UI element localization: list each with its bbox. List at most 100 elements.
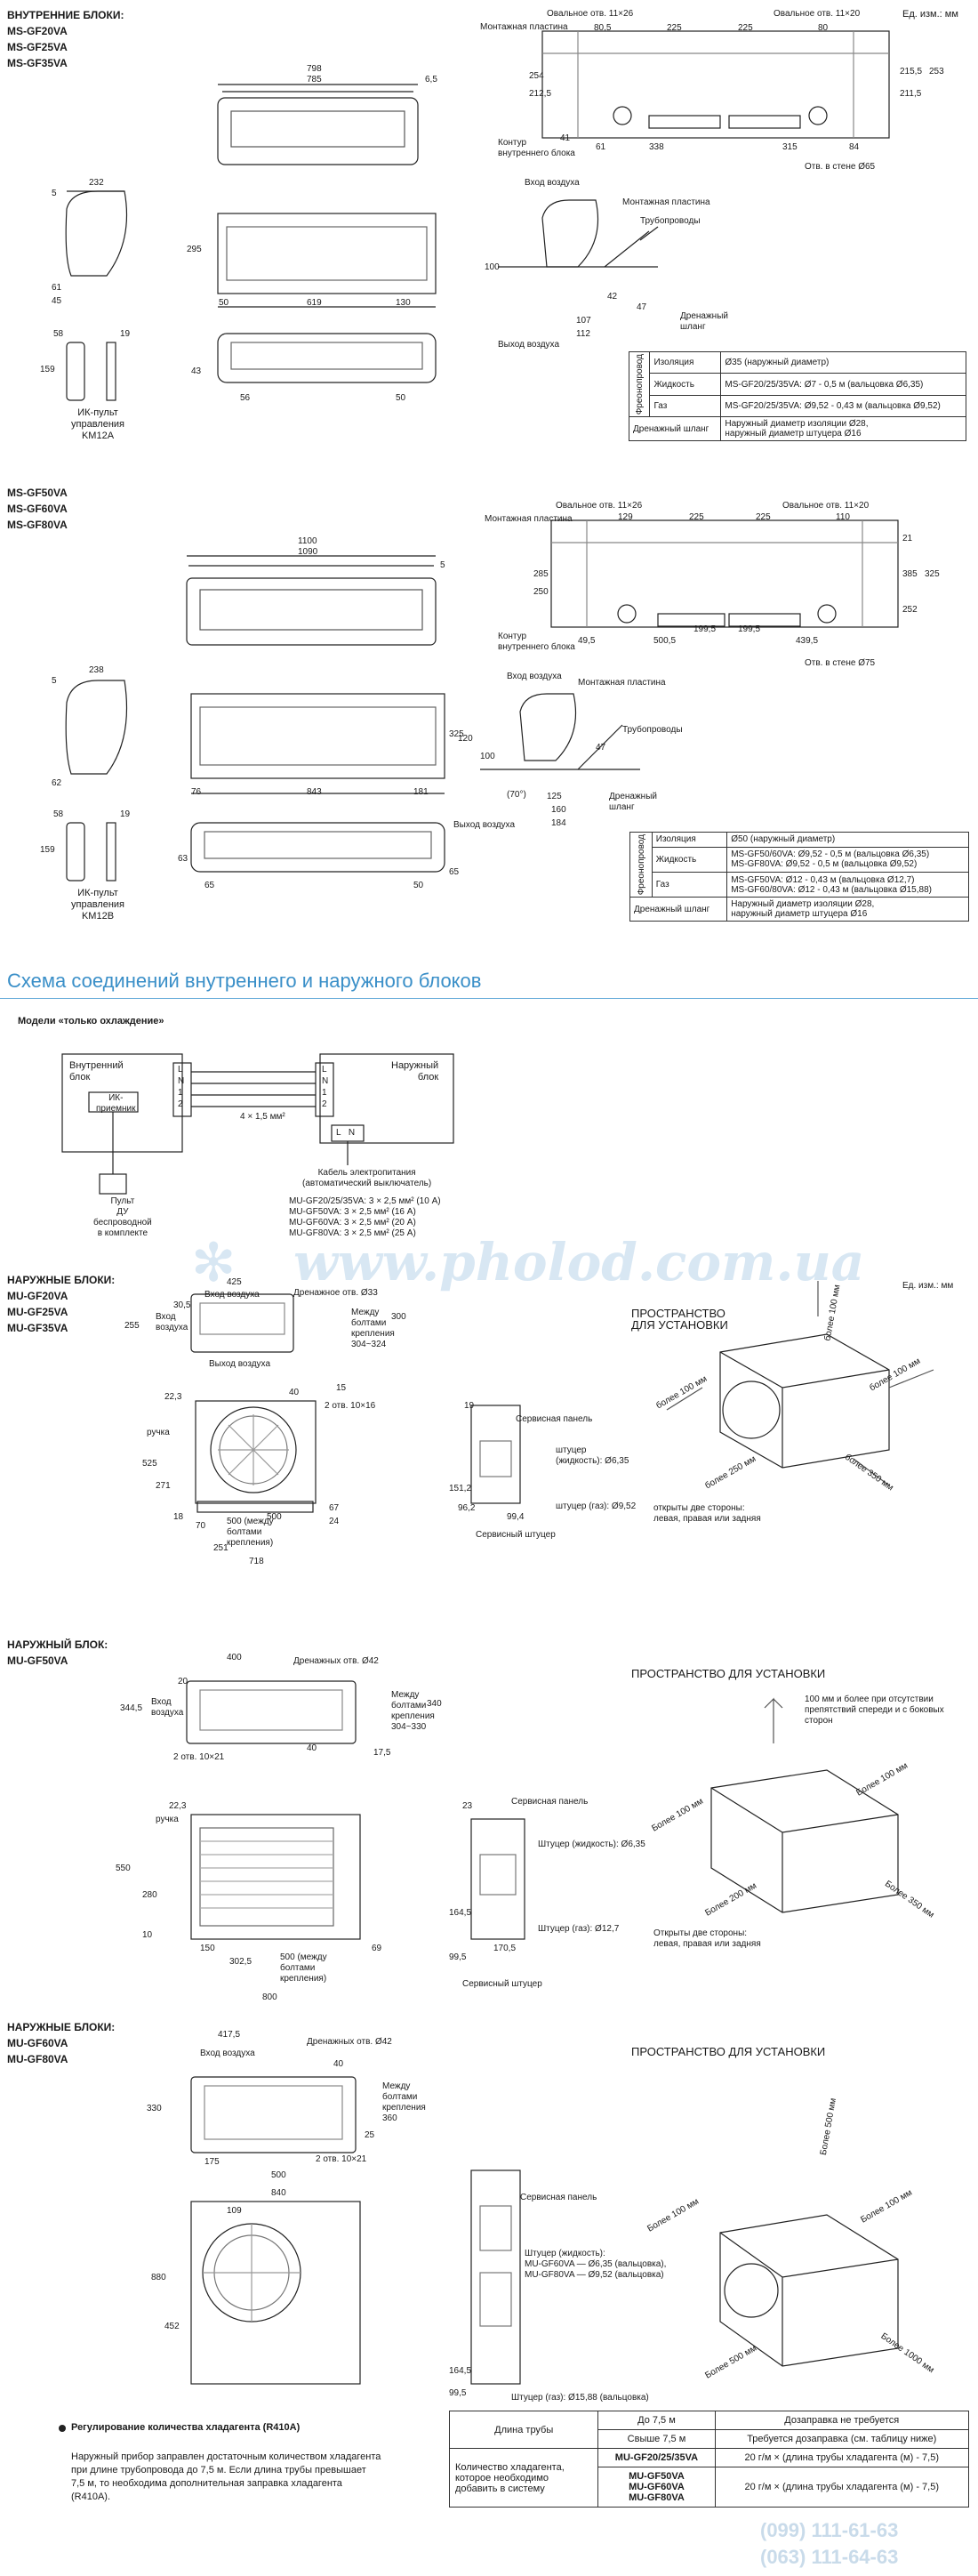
s2-dim-65: 65 bbox=[204, 881, 215, 890]
s1-md-315: 315 bbox=[782, 142, 798, 152]
watermark-phone-2: (063) 111-64-63 bbox=[760, 2546, 899, 2568]
s1-pipes: Трубопроводы bbox=[640, 216, 701, 226]
o1-liquid: штуцер (жидкость): Ø6,35 bbox=[556, 1445, 629, 1466]
s2-dim-76: 76 bbox=[191, 787, 202, 797]
indoor-side-install-2 bbox=[519, 693, 577, 761]
o2-td-20: 20 bbox=[178, 1677, 188, 1686]
s2-plate-side: Монтажная пластина bbox=[578, 678, 666, 688]
o2-panel: Сервисная панель bbox=[511, 1797, 589, 1807]
s1-sd-107: 107 bbox=[576, 316, 591, 326]
indoor-front-view bbox=[217, 97, 419, 165]
outdoor1-side-view bbox=[470, 1405, 521, 1504]
o2-td-40: 40 bbox=[307, 1743, 317, 1753]
s1-sd-100: 100 bbox=[485, 262, 500, 272]
s2-md-252: 252 bbox=[902, 605, 918, 615]
units-label: Ед. изм.: мм bbox=[902, 9, 958, 20]
s2-plate-label: Монтажная пластина bbox=[485, 514, 573, 524]
s2-sd-120: 120 bbox=[458, 734, 473, 744]
o2-td-400: 400 bbox=[227, 1653, 242, 1662]
o2-bolt: Между болтами крепления 304~330 bbox=[391, 1690, 435, 1732]
s2-sd-125: 125 bbox=[547, 792, 562, 801]
s1-plate-side: Монтажная пластина bbox=[622, 197, 710, 207]
o1-gas: штуцер (газ): Ø9,52 bbox=[556, 1501, 637, 1511]
s2-air-out: Выход воздуха bbox=[453, 820, 515, 830]
outdoor2-front-view bbox=[190, 1814, 361, 1940]
o3-fd-109: 109 bbox=[227, 2206, 242, 2216]
outdoor1-top-view bbox=[190, 1293, 294, 1353]
s1-dim-56: 56 bbox=[240, 393, 251, 403]
s2-md-110: 110 bbox=[836, 512, 850, 522]
outdoor3-side-view bbox=[470, 2169, 521, 2385]
s2-dim-1100: 1100 bbox=[298, 536, 317, 546]
s1-air-out: Выход воздуха bbox=[498, 340, 559, 350]
s2-remote-19: 19 bbox=[120, 809, 131, 819]
o3-td-25: 25 bbox=[365, 2130, 375, 2140]
o2-fd-550: 550 bbox=[116, 1864, 131, 1873]
s1-md-2115: 211,5 bbox=[900, 89, 922, 99]
s2-md-495: 49,5 bbox=[578, 636, 596, 646]
s2-md-21: 21 bbox=[902, 534, 913, 543]
breaker-label: Кабель электропитания(автоматический вык… bbox=[302, 1168, 432, 1188]
o1-fd-251: 251 bbox=[213, 1543, 228, 1553]
s1-dim-619: 619 bbox=[307, 298, 322, 308]
s1-dim-45: 45 bbox=[52, 296, 62, 306]
wiring-subtitle: Модели «только охлаждение» bbox=[18, 1016, 164, 1026]
outdoor-block-box bbox=[319, 1053, 454, 1144]
s1-dim-50: 50 bbox=[219, 298, 229, 308]
o1-td-255: 255 bbox=[124, 1321, 140, 1331]
watermark-phone-1: (099) 111-61-63 bbox=[760, 2519, 899, 2541]
ir-receiver-label: ИК-приемник bbox=[96, 1093, 136, 1114]
o1-air-in: Вход воздуха bbox=[204, 1290, 260, 1300]
o1-sd-1512: 151,2 bbox=[449, 1484, 472, 1493]
indoor-side-view-2 bbox=[65, 680, 128, 775]
wiring-title: Схема соединений внутреннего и наружного… bbox=[7, 970, 482, 992]
s1-dim-50b: 50 bbox=[396, 393, 406, 403]
indoor-side-install-1 bbox=[541, 199, 599, 268]
s1-dim-65: 6,5 bbox=[425, 75, 437, 85]
outdoor1-3d-view bbox=[719, 1333, 890, 1469]
indoor-block-box bbox=[61, 1053, 183, 1153]
o1-handle: ручка bbox=[147, 1428, 170, 1437]
o2-space-title: ПРОСТРАНСТВО ДЛЯ УСТАНОВКИ bbox=[631, 1667, 826, 1680]
refrigerant-text: Наружный прибор заправлен достаточным ко… bbox=[71, 2451, 381, 2502]
outdoor3-top-view bbox=[190, 2076, 357, 2153]
o2-fd-69: 69 bbox=[372, 1944, 382, 1953]
o2-bolts: 500 (между болтами крепления) bbox=[280, 1952, 327, 1984]
s1-remote-159: 159 bbox=[40, 365, 55, 374]
o3-bolt: Между болтами крепления 360 bbox=[382, 2081, 426, 2123]
s1-dim-785: 785 bbox=[307, 75, 322, 85]
s1-sd-42: 42 bbox=[607, 292, 618, 302]
o2-holes: 2 отв. 10×21 bbox=[173, 1752, 225, 1762]
o1-space-note: открыты две стороны:левая, правая или за… bbox=[653, 1503, 761, 1524]
s2-pipes: Трубопроводы bbox=[622, 725, 683, 735]
outdoor1-units: Ед. изм.: мм bbox=[902, 1281, 954, 1291]
s1-sd-47: 47 bbox=[637, 302, 647, 312]
o3-fd-452: 452 bbox=[164, 2322, 180, 2331]
indoor-side-view bbox=[65, 190, 128, 277]
s2-md-225a: 225 bbox=[689, 512, 704, 522]
s2-dim-50: 50 bbox=[413, 881, 424, 890]
s2-dim-181: 181 bbox=[413, 787, 429, 797]
o3-air-in: Вход воздуха bbox=[200, 2049, 255, 2058]
indoor-bottom-view bbox=[217, 333, 437, 383]
outdoor3-3d-view bbox=[719, 2214, 899, 2367]
o2-fd-223: 22,3 bbox=[169, 1801, 187, 1811]
s2-dim-843: 843 bbox=[307, 787, 322, 797]
o1-air-in2: Вход воздуха bbox=[156, 1312, 188, 1332]
o3-holes: 2 отв. 10×21 bbox=[316, 2154, 367, 2164]
o3-td-175: 175 bbox=[204, 2157, 220, 2167]
s2-md-250: 250 bbox=[533, 587, 549, 597]
o3-td-330: 330 bbox=[147, 2104, 162, 2113]
s2-remote-159: 159 bbox=[40, 845, 55, 855]
power-spec-list: MU-GF20/25/35VA: 3 × 2,5 мм² (10 А)MU-GF… bbox=[289, 1196, 441, 1238]
